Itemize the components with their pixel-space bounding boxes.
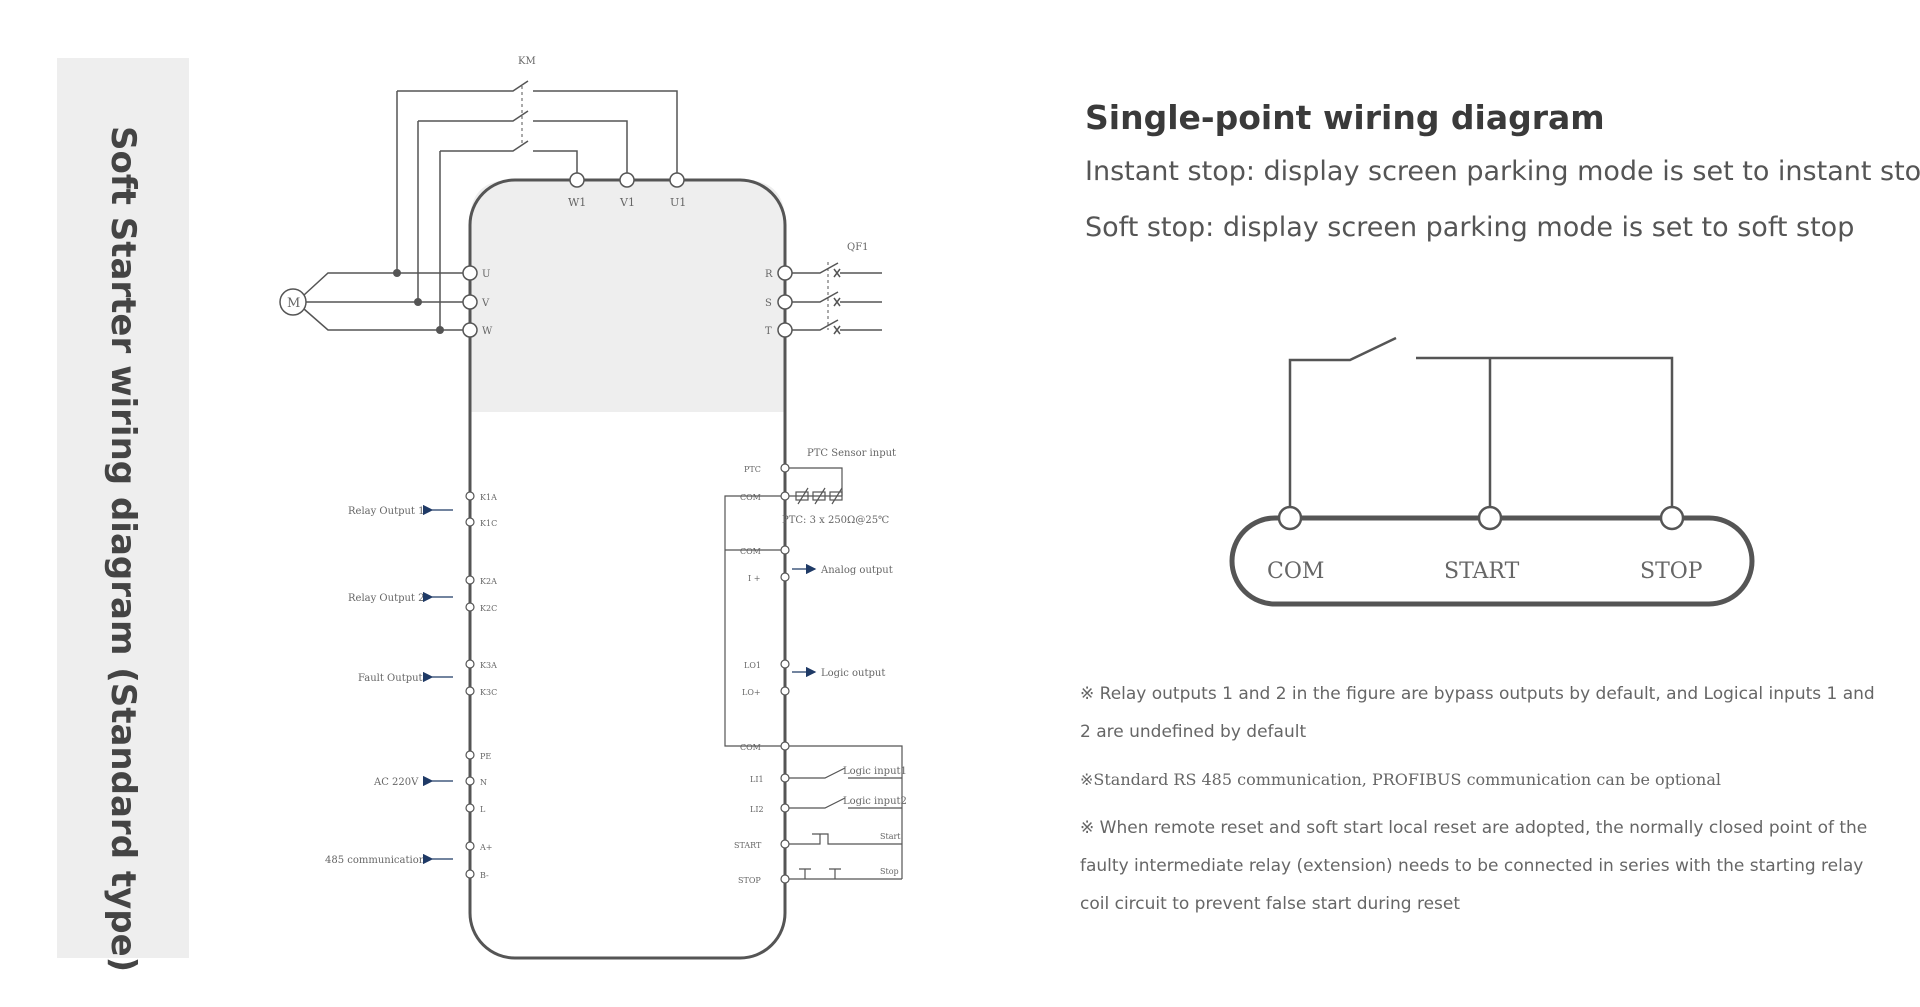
label-u: U bbox=[482, 269, 490, 280]
label-k3a: K3A bbox=[480, 661, 497, 670]
left-arrows bbox=[422, 504, 453, 865]
note-communication: ※Standard RS 485 communication, PROFIBUS… bbox=[1080, 770, 1722, 789]
label-pe: PE bbox=[480, 752, 491, 761]
label-r: R bbox=[765, 269, 773, 280]
instant-stop-text: Instant stop: display screen parking mod… bbox=[1085, 156, 1920, 187]
logic-input-2-label: Logic input2 bbox=[843, 796, 907, 807]
ptc-sensor-label: PTC Sensor input bbox=[807, 448, 896, 459]
relay-output-1-label: Relay Output 1 bbox=[348, 506, 425, 517]
motor-leads bbox=[303, 272, 470, 331]
comm-485-label: 485 communication bbox=[325, 855, 426, 866]
left-control-terminals bbox=[465, 491, 475, 879]
label-t: T bbox=[765, 326, 772, 337]
side-banner: Soft Starter wiring diagram (Standard ty… bbox=[57, 58, 189, 972]
label-k3c: K3C bbox=[480, 688, 497, 697]
label-start-terminal: START bbox=[734, 841, 762, 850]
terminal-v1 bbox=[619, 172, 635, 188]
label-com-3: COM bbox=[740, 743, 761, 752]
stop-terminal bbox=[1659, 505, 1685, 531]
label-i-plus: I + bbox=[748, 574, 760, 583]
qf1-label: QF1 bbox=[847, 242, 869, 253]
label-v1: V1 bbox=[619, 196, 635, 209]
label-com-2: COM bbox=[740, 547, 761, 556]
analog-output-label: Analog output bbox=[820, 565, 893, 576]
right-control-terminals bbox=[780, 463, 790, 884]
terminal-w bbox=[462, 322, 478, 338]
side-title-wrap: Soft Starter wiring diagram (Standard ty… bbox=[57, 58, 189, 972]
terminal-w1 bbox=[569, 172, 585, 188]
label-lo1: LO1 bbox=[744, 661, 761, 670]
single-point-title: Single-point wiring diagram bbox=[1085, 98, 1605, 137]
stop-switch-label: Stop bbox=[880, 867, 899, 876]
single-point-diagram: COM START STOP bbox=[1229, 336, 1755, 607]
label-k1a: K1A bbox=[480, 493, 497, 502]
stop-label: STOP bbox=[1640, 559, 1703, 584]
label-v: V bbox=[481, 298, 490, 309]
ptc-wiring bbox=[724, 467, 843, 747]
com-terminal bbox=[1277, 505, 1303, 531]
km-label: KM bbox=[518, 56, 536, 67]
motor-label: M bbox=[287, 296, 300, 311]
label-k1c: K1C bbox=[480, 519, 497, 528]
terminal-t bbox=[777, 322, 793, 338]
terminal-r bbox=[777, 265, 793, 281]
start-switch-label: Start bbox=[880, 832, 901, 841]
upper-shade bbox=[470, 180, 785, 412]
label-u1: U1 bbox=[670, 196, 686, 209]
main-wiring-diagram: KM W1 V1 U1 M U V W QF1 R S T bbox=[279, 56, 907, 960]
label-w1: W1 bbox=[568, 196, 586, 209]
terminal-v bbox=[462, 294, 478, 310]
logic-output-label: Logic output bbox=[821, 668, 885, 679]
label-s: S bbox=[765, 298, 772, 309]
qf1-breaker bbox=[792, 262, 882, 335]
relay-output-2-label: Relay Output 2 bbox=[348, 593, 425, 604]
ac220v-label: AC 220V bbox=[373, 777, 419, 788]
label-lo-plus: LO+ bbox=[742, 688, 761, 697]
label-stop-terminal: STOP bbox=[738, 876, 761, 885]
ptc-spec-label: PTC: 3 x 250Ω@25℃ bbox=[782, 515, 889, 526]
logic-input-1-label: Logic input1 bbox=[843, 766, 907, 777]
note-remote-reset: ※ When remote reset and soft start local… bbox=[1080, 818, 1868, 914]
terminal-u bbox=[462, 265, 478, 281]
note-relay-outputs: ※ Relay outputs 1 and 2 in the figure ar… bbox=[1080, 684, 1875, 742]
terminal-u1 bbox=[669, 172, 685, 188]
label-a-plus: A+ bbox=[479, 843, 492, 852]
logic-input-wiring bbox=[789, 745, 903, 880]
soft-stop-text: Soft stop: display screen parking mode i… bbox=[1085, 212, 1855, 243]
label-ptc: PTC bbox=[744, 465, 761, 474]
com-label: COM bbox=[1267, 559, 1324, 584]
label-n: N bbox=[480, 778, 487, 787]
label-li1: LI1 bbox=[750, 775, 764, 784]
label-k2a: K2A bbox=[480, 577, 497, 586]
fault-output-label: Fault Output bbox=[358, 673, 423, 684]
side-title: Soft Starter wiring diagram (Standard ty… bbox=[103, 126, 143, 973]
notes-section: ※ Relay outputs 1 and 2 in the figure ar… bbox=[1080, 675, 1880, 933]
label-li2: LI2 bbox=[750, 805, 764, 814]
label-com-1: COM bbox=[740, 493, 761, 502]
label-w: W bbox=[482, 326, 493, 337]
label-l: L bbox=[480, 805, 486, 814]
switch-wiring bbox=[1288, 336, 1674, 518]
label-b-minus: B- bbox=[480, 871, 489, 880]
start-terminal bbox=[1477, 505, 1503, 531]
label-k2c: K2C bbox=[480, 604, 497, 613]
km-contactor bbox=[396, 80, 678, 330]
start-label: START bbox=[1444, 559, 1520, 584]
terminal-s bbox=[777, 294, 793, 310]
right-arrows bbox=[792, 563, 817, 678]
